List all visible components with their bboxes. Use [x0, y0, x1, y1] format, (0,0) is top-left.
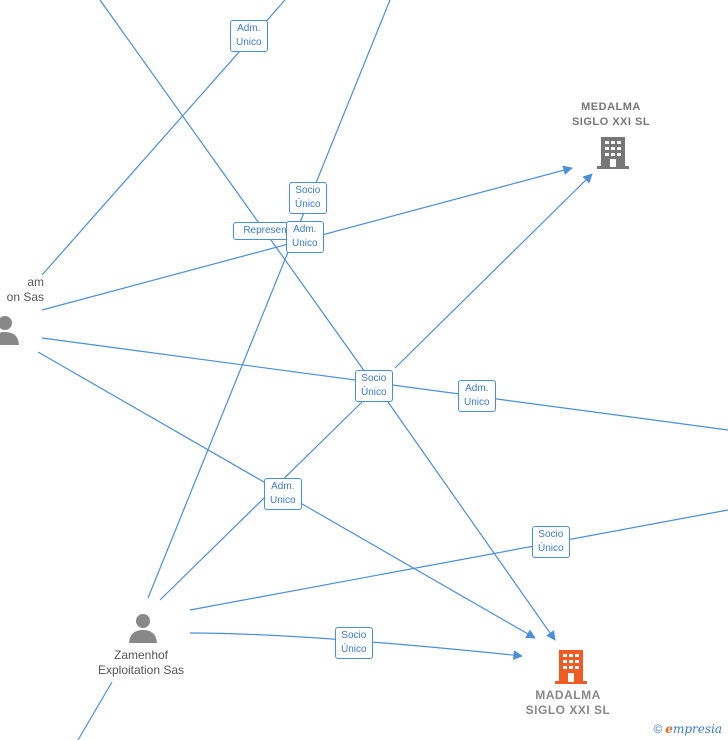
company-label-medalma[interactable]: MEDALMA SIGLO XXI SL [562, 100, 660, 130]
edge-zamenhof-to-center [159, 401, 363, 601]
edge-label-adm-unico-center-top[interactable]: Adm. Unico [286, 221, 324, 253]
copyright-icon: © [653, 722, 663, 736]
person-name-line2: Exploitation Sas [97, 663, 185, 677]
edge-top-long [147, 0, 391, 599]
edge-top-left-diagonal [99, 0, 366, 373]
edge-label-socio-unico-bottom[interactable]: Socio Único [335, 627, 373, 659]
edge-bottom-left [77, 681, 113, 740]
brand-logo: empresia [665, 722, 722, 736]
edge-center-to-madalma [387, 401, 556, 641]
person-name-line2: on Sas [6, 290, 44, 304]
company-name-line2: SIGLO XXI SL [571, 116, 651, 128]
edge-zamenhof-to-madalma [189, 632, 523, 660]
company-name-line2: SIGLO XXI SL [525, 703, 611, 717]
building-icon-main[interactable] [555, 648, 587, 684]
edge-label-adm-unico-top[interactable]: Adm. Unico [230, 20, 268, 52]
person-name-line1: Zamenhof [113, 648, 169, 662]
person-icon-left[interactable] [0, 314, 20, 346]
edge-center-to-medalma [394, 173, 593, 369]
person-label-left[interactable]: am on Sas [0, 275, 44, 305]
edge-label-represen[interactable]: Represen [233, 222, 297, 240]
company-label-madalma[interactable]: MADALMA SIGLO XXI SL [518, 688, 618, 718]
edge-label-adm-unico-lower[interactable]: Adm. Unico [264, 478, 302, 510]
edge-zamenhof-to-right [189, 509, 728, 611]
company-name-line1: MADALMA [535, 688, 601, 702]
edge-label-socio-unico-center[interactable]: Socio Único [355, 370, 393, 402]
person-name-line1: am [27, 275, 44, 289]
edge-label-socio-unico-lower-right[interactable]: Socio Único [532, 526, 570, 558]
brand-e: e [665, 722, 673, 736]
person-label-zamenhof[interactable]: Zamenhof Exploitation Sas [86, 648, 196, 678]
edge-label-adm-unico-right[interactable]: Adm. Unico [458, 380, 496, 412]
building-icon[interactable] [597, 135, 629, 169]
edge-label-socio-unico-center-top[interactable]: Socio Único [289, 182, 327, 214]
person-icon[interactable] [128, 612, 158, 644]
brand-rest: mpresia [672, 722, 722, 736]
footer-brand[interactable]: © empresia [653, 722, 722, 736]
company-name-line1: MEDALMA [581, 101, 641, 113]
